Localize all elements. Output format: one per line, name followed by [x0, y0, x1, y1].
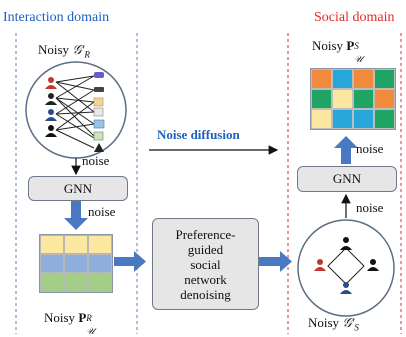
- matrix-cell: [332, 89, 353, 109]
- social-matrix: [310, 68, 396, 130]
- social-user-icon: [314, 259, 326, 271]
- user-icon: [45, 125, 57, 137]
- matrix-cell: [353, 89, 374, 109]
- matrix-cell: [88, 235, 112, 254]
- matrix-cell: [311, 109, 332, 129]
- noise-label: noise: [356, 141, 384, 156]
- item-icon: [93, 131, 104, 141]
- matrix-cell: [40, 273, 64, 292]
- matrix-cell: [374, 69, 395, 89]
- denoise-line: denoising: [180, 286, 231, 302]
- matrix-cell: [332, 69, 353, 89]
- noise-diffusion-label: Noise diffusion: [157, 127, 240, 142]
- denoise-line: social: [190, 256, 221, 272]
- denoising-box: Preference- guided social network denois…: [152, 218, 259, 310]
- social-user-icon: [340, 282, 352, 294]
- matrix-cell: [353, 109, 374, 129]
- matrix-cell: [332, 109, 353, 129]
- matrix-cell: [64, 235, 88, 254]
- social-user-icon: [367, 259, 379, 271]
- item-icon: [93, 97, 104, 107]
- gnn-box-interaction: GNN: [28, 176, 128, 201]
- matrix-cell: [374, 89, 395, 109]
- user-icon: [45, 109, 57, 121]
- matrix-cell: [311, 69, 332, 89]
- noise-label: noise: [88, 204, 116, 219]
- interaction-domain-title: Interaction domain: [3, 10, 110, 25]
- interaction-graph-edges: [55, 75, 95, 149]
- matrix-cell: [88, 273, 112, 292]
- arrow-gnn-to-matrix: [64, 201, 88, 230]
- matrix-cell: [64, 273, 88, 292]
- arrow-social-gnn-to-matrix: [334, 136, 358, 164]
- arrow-denoise-to-social: [258, 251, 292, 272]
- item-icon: [93, 119, 105, 129]
- denoise-line: Preference-: [175, 226, 236, 242]
- matrix-cell: [374, 109, 395, 129]
- social-domain-title: Social domain: [314, 10, 395, 25]
- interaction-matrix: [39, 234, 113, 293]
- denoise-line: guided: [187, 241, 224, 257]
- item-icon: [94, 143, 104, 152]
- user-icon: [45, 77, 57, 89]
- user-icon: [45, 93, 57, 105]
- matrix-cell: [88, 254, 112, 273]
- item-icon: [94, 72, 104, 78]
- noise-label: noise: [356, 200, 384, 215]
- matrix-cell: [311, 89, 332, 109]
- matrix-cell: [353, 69, 374, 89]
- interaction-graph-label: Noisy 𝒢′R: [38, 42, 90, 60]
- matrix-cell: [40, 235, 64, 254]
- noise-label: noise: [82, 153, 110, 168]
- interaction-graph-circle: [25, 61, 127, 159]
- denoise-line: network: [184, 271, 227, 287]
- matrix-cell: [40, 254, 64, 273]
- gnn-box-social: GNN: [297, 166, 397, 192]
- item-icon: [94, 87, 104, 92]
- item-icon: [93, 107, 104, 117]
- social-user-icon: [340, 237, 352, 250]
- social-graph-circle: [297, 219, 395, 317]
- social-graph-label: Noisy 𝒢′S: [308, 315, 359, 333]
- arrow-matrix-to-denoise: [114, 251, 146, 272]
- matrix-cell: [64, 254, 88, 273]
